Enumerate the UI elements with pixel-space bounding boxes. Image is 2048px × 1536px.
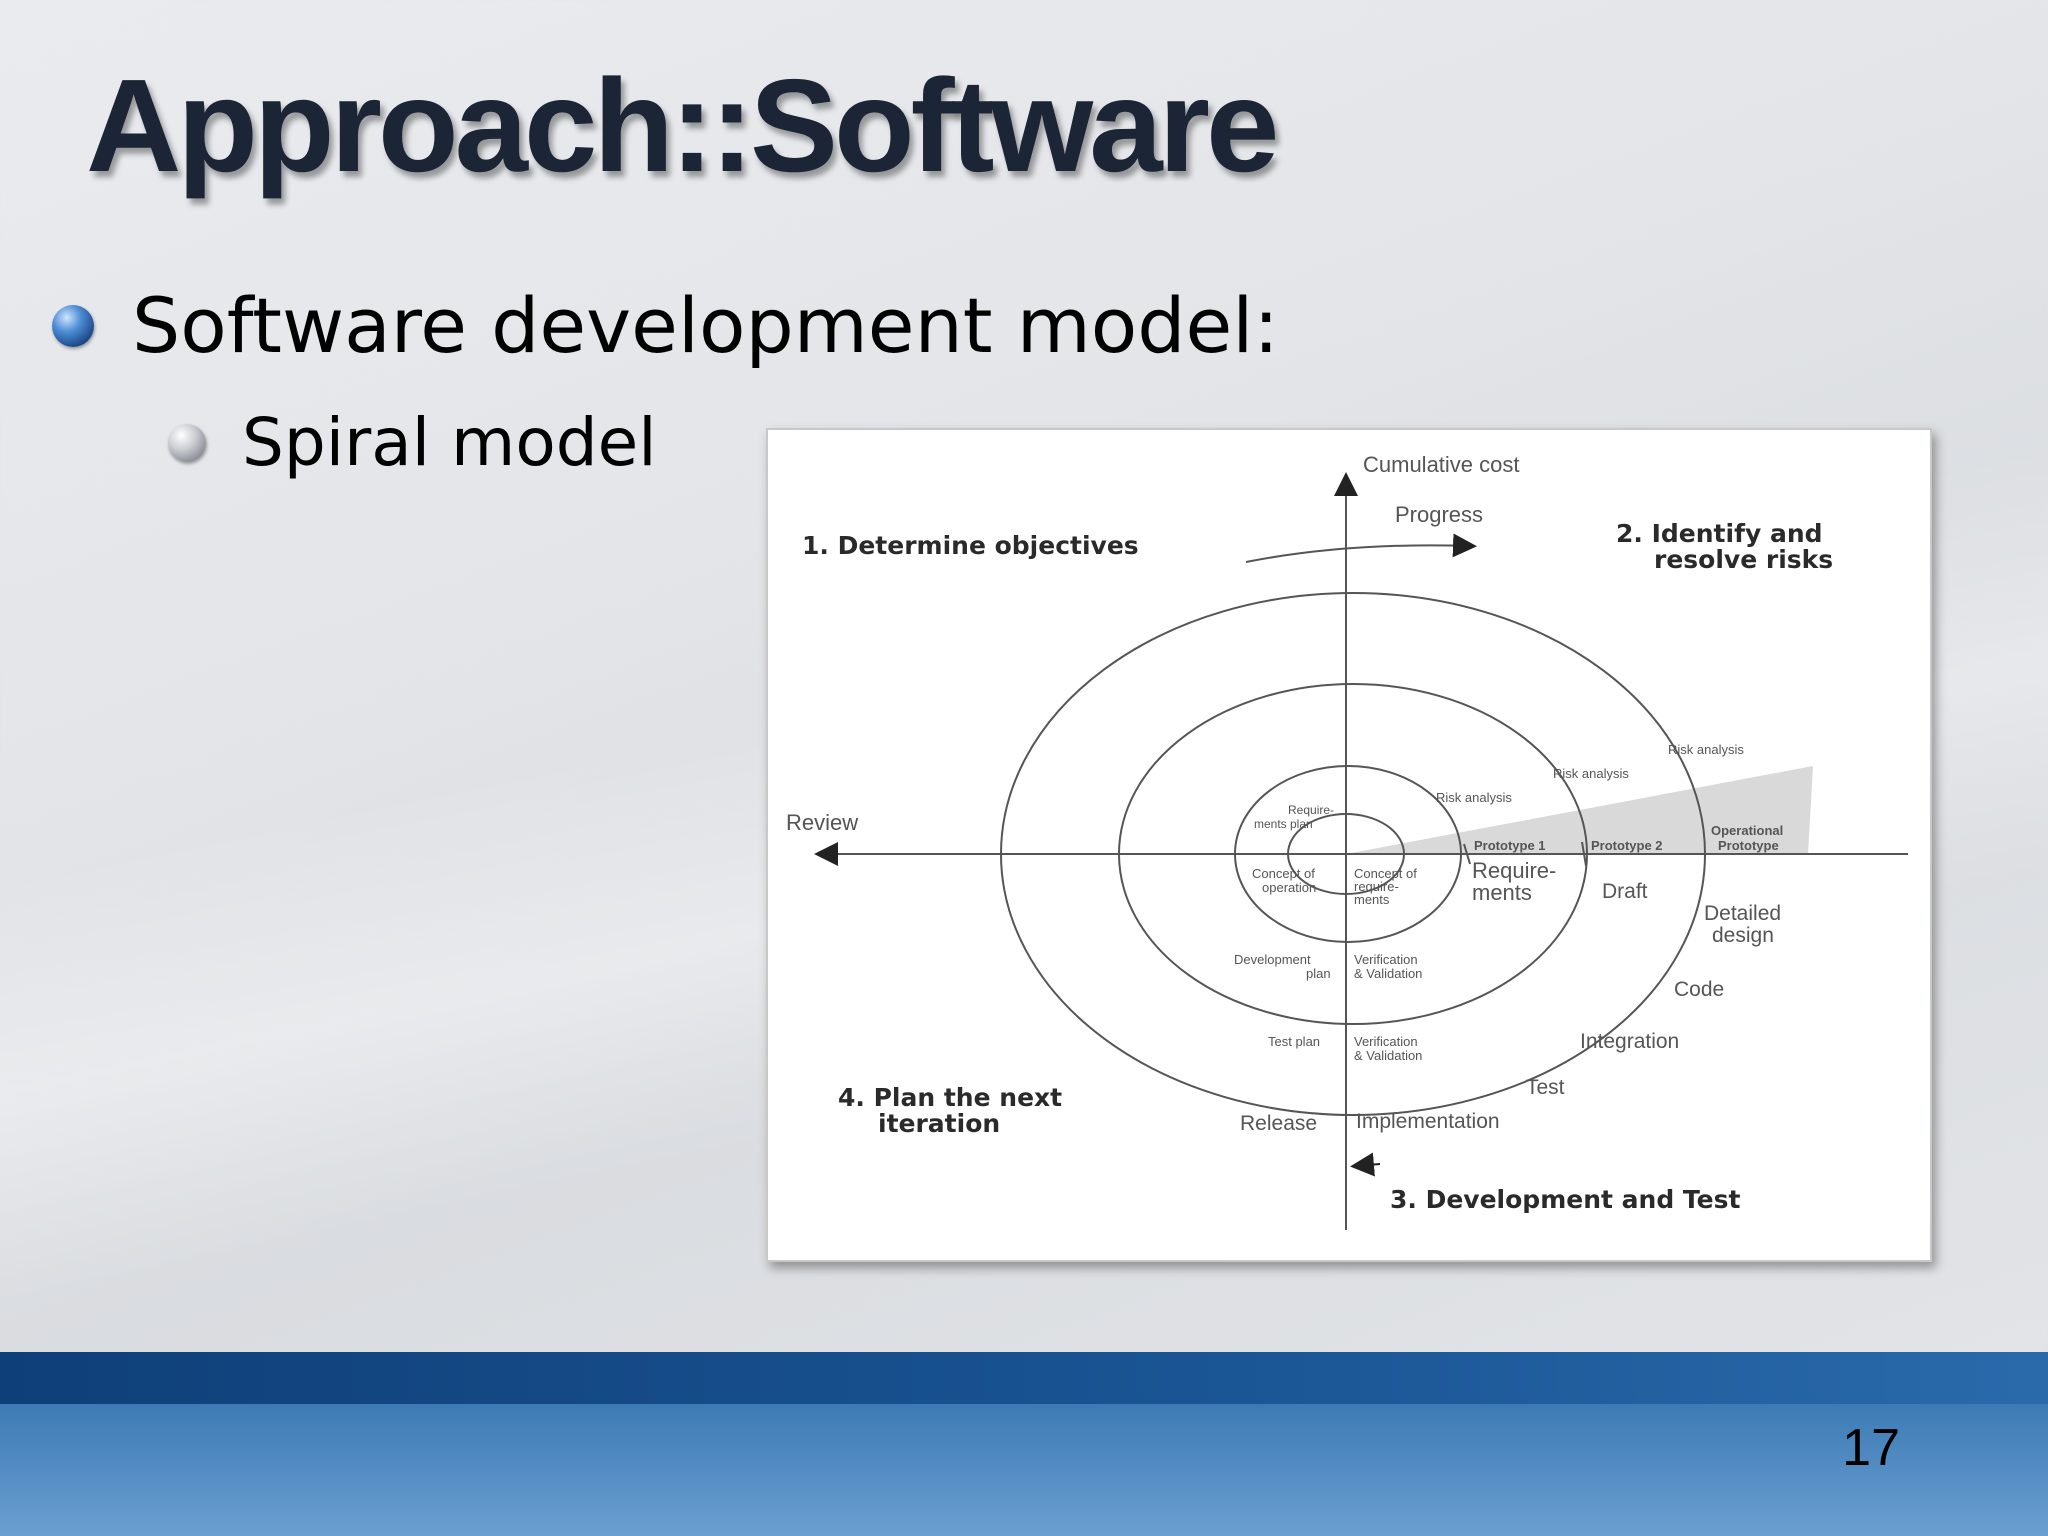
spiral-loop-1 bbox=[1287, 813, 1405, 895]
dev-plan-line1: Development bbox=[1234, 952, 1311, 967]
prototype-2-label: Prototype 2 bbox=[1591, 838, 1663, 853]
code-label: Code bbox=[1674, 978, 1724, 1001]
quadrant-2-label-line2: resolve risks bbox=[1654, 545, 1833, 574]
detailed-design-line2: design bbox=[1712, 924, 1774, 947]
test-plan-label: Test plan bbox=[1268, 1034, 1320, 1049]
test-label: Test bbox=[1526, 1076, 1565, 1099]
slide-title: Approach::Software bbox=[86, 52, 1279, 199]
quadrant-2-label-line1: 2. Identify and bbox=[1616, 519, 1823, 548]
cumulative-cost-label: Cumulative cost bbox=[1363, 452, 1520, 477]
concept-req-line1: Concept of bbox=[1354, 866, 1417, 881]
requirements-line2: ments bbox=[1472, 880, 1532, 905]
prototype-1-label: Prototype 1 bbox=[1474, 838, 1546, 853]
risk-analysis-inner: Risk analysis bbox=[1436, 790, 1512, 805]
concept-op-line2: operation bbox=[1262, 880, 1316, 895]
vv1-line1: Verification bbox=[1354, 952, 1418, 967]
spiral-end-arrow bbox=[1350, 1152, 1381, 1177]
integration-label: Integration bbox=[1580, 1030, 1679, 1053]
implementation-label: Implementation bbox=[1356, 1110, 1500, 1133]
footer-dark-stripe bbox=[0, 1352, 2048, 1404]
bullet-level-2: Spiral model bbox=[168, 410, 657, 476]
quadrant-4-label-line2: iteration bbox=[878, 1109, 1000, 1138]
blue-bullet-icon bbox=[52, 305, 94, 347]
bullet-level-1: Software development model: bbox=[52, 288, 1279, 364]
spiral-loop-3 bbox=[1118, 683, 1588, 1025]
divider-p2 bbox=[1581, 841, 1587, 867]
req-plan-line1: Require- bbox=[1288, 803, 1334, 817]
quadrant-3-label: 3. Development and Test bbox=[1390, 1185, 1740, 1214]
risk-analysis-outer: Risk analysis bbox=[1668, 742, 1744, 757]
quadrant-4-label-line1: 4. Plan the next bbox=[838, 1083, 1062, 1112]
spiral-loop-2 bbox=[1234, 765, 1462, 943]
page-number: 17 bbox=[1842, 1419, 1900, 1477]
spiral-model-diagram: Cumulative cost Progress Review 1. Deter… bbox=[766, 428, 1932, 1262]
dev-plan-line2: plan bbox=[1306, 966, 1331, 981]
progress-label: Progress bbox=[1395, 502, 1483, 527]
vv2-line1: Verification bbox=[1354, 1034, 1418, 1049]
draft-label: Draft bbox=[1602, 880, 1648, 903]
risk-analysis-middle: Risk analysis bbox=[1553, 766, 1629, 781]
quadrant-1-label: 1. Determine objectives bbox=[802, 531, 1139, 560]
spiral-model-svg: Cumulative cost Progress Review 1. Deter… bbox=[786, 452, 1908, 1230]
requirements-line1: Require- bbox=[1472, 858, 1556, 883]
concept-req-line3: ments bbox=[1354, 892, 1390, 907]
vv2-line2: & Validation bbox=[1354, 1048, 1422, 1063]
operational-prototype-line1: Operational bbox=[1711, 823, 1783, 838]
spiral-loop-outer bbox=[1000, 592, 1706, 1116]
bullet-text-dev-model: Software development model: bbox=[132, 281, 1279, 370]
req-plan-line2: ments plan bbox=[1254, 817, 1313, 831]
review-label: Review bbox=[786, 810, 858, 835]
divider-p1 bbox=[1463, 843, 1471, 865]
concept-op-line1: Concept of bbox=[1252, 866, 1315, 881]
progress-arrow bbox=[1245, 533, 1477, 563]
bullet-text-spiral-model: Spiral model bbox=[242, 404, 657, 481]
grey-bullet-icon bbox=[168, 424, 206, 462]
vv1-line2: & Validation bbox=[1354, 966, 1422, 981]
concept-req-line2: require- bbox=[1354, 879, 1399, 894]
detailed-design-line1: Detailed bbox=[1704, 902, 1781, 925]
release-label: Release bbox=[1240, 1112, 1317, 1135]
operational-prototype-line2: Prototype bbox=[1718, 838, 1779, 853]
